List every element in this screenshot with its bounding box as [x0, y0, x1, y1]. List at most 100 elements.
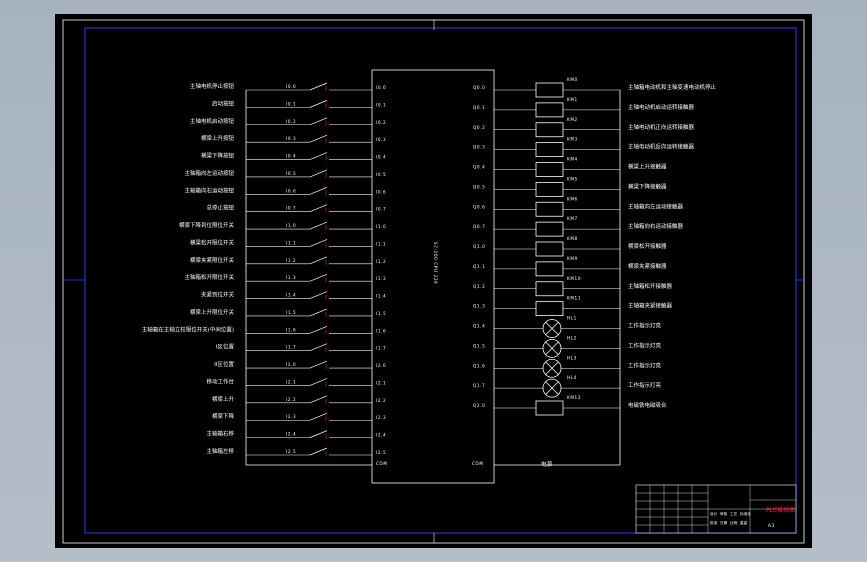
- input-terminal: I2.1: [286, 379, 296, 384]
- switch-contact: [309, 395, 328, 404]
- input-terminal: I0.5: [286, 171, 296, 176]
- title-block-title: PLC接线图: [766, 506, 795, 514]
- title-block-cell: 批准: [710, 520, 718, 525]
- plc-input-address: I2.4: [376, 433, 386, 438]
- plc-input-address: I1.2: [376, 259, 386, 264]
- input-label: 夹紧到位开关: [201, 291, 235, 299]
- input-label: 主轴箱向右运动按钮: [184, 186, 234, 194]
- output-device-tag: KM1: [567, 97, 578, 102]
- switch-contact: [309, 152, 328, 160]
- output-label: 主轴箱松开接触器: [628, 282, 673, 290]
- title-block-cell: 标准化: [740, 511, 751, 516]
- output-device-tag: KM9: [567, 256, 578, 261]
- drawing-sheet: [55, 14, 812, 548]
- plc-input-address: I2.2: [376, 398, 386, 403]
- switch-contact: [309, 308, 328, 317]
- switch-contact: [309, 134, 328, 143]
- output-label: 主轴箱夹紧接触器: [628, 302, 673, 310]
- plc-input-address: I1.5: [376, 311, 386, 316]
- plc-input-address: I0.1: [376, 102, 386, 107]
- input-terminal: I2.0: [286, 362, 296, 367]
- input-row: 主轴箱向左运动按钮 I0.5 I0.5: [184, 169, 386, 178]
- plc-input-address: I0.7: [376, 207, 386, 212]
- switch-contact: [309, 117, 328, 126]
- plc-input-address: I0.6: [376, 189, 386, 194]
- plc-output-address: Q1.1: [473, 264, 485, 269]
- lamp-cross: [545, 361, 559, 375]
- plc-input-address: I0.3: [376, 137, 386, 142]
- input-label: 主轴箱松开限位开关: [184, 273, 234, 281]
- title-block-cell: 比例: [730, 520, 738, 525]
- input-terminal: I1.2: [286, 258, 296, 263]
- plc-input-address: I1.6: [376, 328, 386, 333]
- switch-contact: [309, 360, 328, 369]
- output-device-tag: KM8: [567, 236, 578, 241]
- input-label: I区位置: [216, 343, 235, 351]
- plc-input-address: I1.7: [376, 346, 386, 351]
- input-label: 主轴箱右移: [206, 430, 234, 438]
- output-device-tag: KM6: [567, 196, 578, 201]
- output-label: 工作指示灯亮: [628, 322, 662, 330]
- output-device-tag: KM4: [567, 157, 578, 162]
- output-row: Q1.1 KM9 横梁夹紧接触器: [473, 256, 667, 277]
- plc-output-address: Q1.6: [473, 363, 485, 368]
- output-label: 横梁夹紧接触器: [628, 262, 667, 270]
- title-block-cell: 审核: [720, 511, 728, 516]
- switch-contact: [309, 204, 328, 212]
- output-label: 主轴电动机启动运转接触器: [628, 103, 695, 111]
- plc-input-address: I2.1: [376, 380, 386, 385]
- output-label: 主轴箱向左运动接触器: [628, 202, 684, 210]
- input-label: 横梁下降: [212, 412, 235, 420]
- plc-input-address: I2.3: [376, 415, 386, 420]
- output-label: 电磁铁电磁吸合: [628, 401, 667, 409]
- frame-center-marks: [63, 20, 804, 543]
- plc-output-address: Q1.4: [473, 324, 485, 329]
- switch-contact: [309, 100, 328, 108]
- plc-output-address: Q0.7: [473, 224, 485, 229]
- plc-input-address: I2.0: [376, 363, 386, 368]
- output-device-tag: KM5: [567, 176, 578, 181]
- input-terminal: I1.0: [286, 223, 296, 228]
- output-device-tag: KM2: [567, 117, 578, 122]
- output-device-tag: KM3: [567, 137, 578, 142]
- switch-contact: [309, 326, 328, 334]
- title-block-cell: 工艺: [730, 511, 738, 516]
- input-terminal: I1.7: [286, 345, 296, 350]
- switch-contact: [309, 221, 328, 230]
- output-label: 主轴箱向右运动接触器: [628, 222, 684, 230]
- plc-output-address: Q1.0: [473, 244, 485, 249]
- input-label: 横梁上升限位开关: [190, 308, 235, 316]
- outer-frame: [62, 19, 805, 544]
- plc-input-common: COM: [376, 461, 388, 466]
- input-label: 主轴箱向左运动按钮: [184, 169, 234, 177]
- input-label: 启动按钮: [212, 99, 235, 107]
- switch-contact: [309, 239, 328, 247]
- input-terminal: I0.6: [286, 188, 296, 193]
- input-label: 横梁上升按钮: [201, 134, 235, 142]
- output-device-tag: HL3: [567, 355, 577, 360]
- output-device-tag: KM10: [567, 276, 581, 281]
- title-block: PLC接线图 A3 设计审核工艺标准化批准日期比例重量: [635, 484, 797, 534]
- title-block-cell: 日期: [720, 520, 728, 525]
- switch-contact: [309, 291, 328, 299]
- plc-input-address: I0.5: [376, 172, 386, 177]
